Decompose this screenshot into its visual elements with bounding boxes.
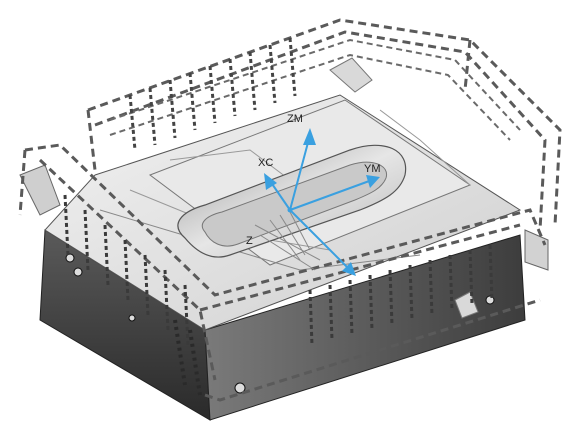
xm-axis-arrowhead bbox=[342, 262, 356, 276]
xc-axis-arrowhead bbox=[264, 173, 277, 190]
xm-axis bbox=[289, 209, 351, 271]
zm-axis bbox=[289, 134, 311, 211]
mounting-hole bbox=[65, 253, 75, 263]
xc-axis-label: XC bbox=[258, 157, 274, 169]
csys-origin bbox=[287, 207, 293, 213]
comb-ribs-bottom bbox=[308, 244, 494, 346]
center-feature-lines bbox=[254, 211, 321, 271]
parting-edge bbox=[169, 149, 291, 181]
ym-axis-arrowhead bbox=[366, 175, 380, 188]
parting-edge bbox=[99, 209, 421, 271]
comb-ribs-top bbox=[128, 37, 297, 151]
mounting-hole bbox=[234, 382, 246, 394]
mounting-hole bbox=[73, 267, 83, 277]
dashed-lifter-outline-top bbox=[86, 18, 562, 231]
left-end-plate bbox=[19, 164, 61, 216]
zm-axis-arrowhead bbox=[303, 128, 316, 145]
corner-bracket bbox=[329, 57, 373, 93]
right-end-plate bbox=[524, 229, 549, 271]
comb-ribs-left bbox=[63, 194, 190, 346]
dashed-lifter-outline-top-inner bbox=[109, 38, 521, 141]
corner-bracket bbox=[454, 291, 479, 319]
dashed-lifter-outline-bottom bbox=[18, 143, 547, 402]
ym-axis-label: YM bbox=[364, 163, 381, 175]
ym-axis bbox=[289, 179, 373, 211]
mounting-hole bbox=[485, 295, 495, 305]
z-axis-label: Z bbox=[246, 235, 253, 247]
parting-edge bbox=[379, 109, 471, 186]
mold-base-front-face bbox=[204, 234, 526, 421]
zm-axis-label: ZM bbox=[287, 113, 303, 125]
cavity-pocket-inner bbox=[201, 161, 388, 247]
datum-csys[interactable] bbox=[264, 128, 380, 276]
mounting-hole bbox=[128, 314, 136, 322]
